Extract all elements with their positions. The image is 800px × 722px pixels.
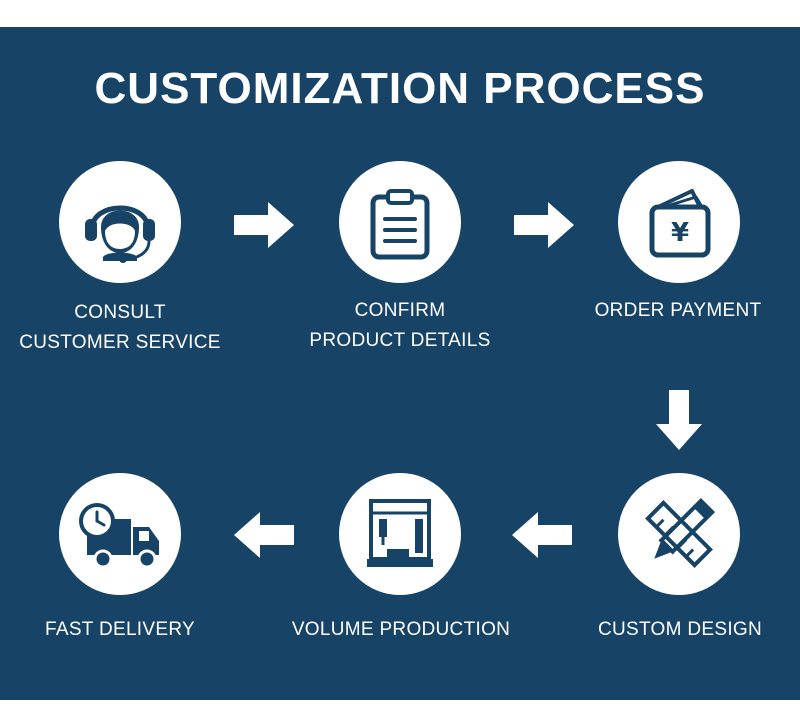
step-design-line1: CUSTOM DESIGN bbox=[597, 619, 762, 640]
arrow-left-icon bbox=[512, 512, 572, 558]
step-delivery-line1: FAST DELIVERY bbox=[45, 619, 195, 640]
step-consult-line2: CUSTOMER SERVICE bbox=[19, 332, 221, 353]
arrow-right-icon bbox=[234, 202, 294, 248]
arrow-left-icon bbox=[234, 512, 294, 558]
step-payment-circle: ¥ bbox=[618, 161, 740, 283]
step-confirm-circle bbox=[339, 161, 461, 283]
step-payment-line1: ORDER PAYMENT bbox=[594, 300, 762, 321]
step-production-circle bbox=[339, 473, 461, 595]
page-title: CUSTOMIZATION PROCESS bbox=[94, 64, 706, 113]
delivery-truck-icon bbox=[79, 503, 159, 569]
step-production-line1: VOLUME PRODUCTION bbox=[291, 619, 511, 640]
step-design-circle bbox=[618, 473, 740, 595]
background-panel bbox=[0, 27, 800, 700]
step-consult-line1: CONSULT bbox=[74, 302, 166, 323]
headset-agent-icon bbox=[85, 205, 155, 263]
step-delivery-label: FAST DELIVERY bbox=[0, 615, 240, 645]
step-confirm-label: CONFIRM PRODUCT DETAILS bbox=[280, 296, 520, 356]
clipboard-icon bbox=[370, 189, 430, 260]
svg-text:¥: ¥ bbox=[671, 218, 689, 248]
step-production-label: VOLUME PRODUCTION bbox=[280, 615, 522, 645]
machine-icon bbox=[367, 499, 433, 567]
yen-wallet-icon: ¥ bbox=[649, 189, 711, 258]
step-payment-label: ORDER PAYMENT bbox=[558, 296, 798, 326]
step-consult-label: CONSULT CUSTOMER SERVICE bbox=[0, 298, 240, 358]
step-delivery-circle bbox=[59, 473, 181, 595]
pencil-ruler-icon bbox=[645, 497, 716, 568]
step-confirm-line2: PRODUCT DETAILS bbox=[309, 330, 491, 351]
arrow-down-icon bbox=[656, 390, 702, 450]
step-confirm-line1: CONFIRM bbox=[354, 300, 446, 321]
step-design-label: CUSTOM DESIGN bbox=[560, 615, 800, 645]
arrow-right-icon bbox=[514, 202, 574, 248]
step-consult-circle bbox=[59, 161, 181, 283]
